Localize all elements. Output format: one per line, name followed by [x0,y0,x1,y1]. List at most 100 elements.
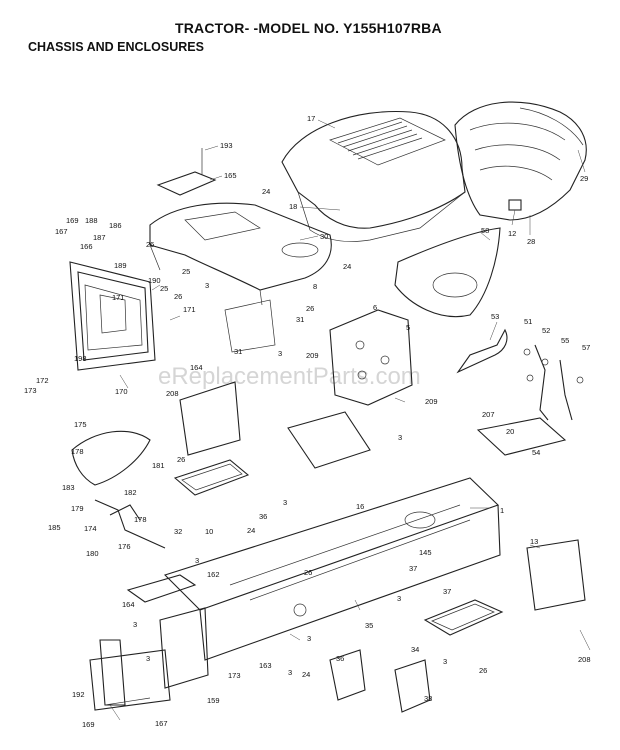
callout-179: 179 [71,504,84,513]
callout-165: 165 [224,171,237,180]
callout-10: 10 [205,527,213,536]
callout-37: 37 [443,587,451,596]
callout-193: 193 [220,141,233,150]
callout-26: 26 [174,292,182,301]
callout-6: 6 [373,303,377,312]
plate-159 [159,607,209,689]
callout-175: 175 [74,420,87,429]
grille-part [454,101,587,221]
callout-178: 178 [134,515,147,524]
callout-18: 18 [289,202,297,211]
callout-labels: 193 165 24 17 18 29 12 28 30 26 25 24 58… [24,114,591,729]
callout-51: 51 [524,317,532,326]
page-title: TRACTOR- -MODEL NO. Y155H107RBA [175,20,442,36]
callout-26: 26 [479,666,487,675]
callout-167: 167 [55,227,68,236]
callout-37: 37 [409,564,417,573]
leader-lines [109,119,591,721]
bracket-164 [126,574,197,603]
callout-28: 28 [527,237,535,246]
callout-3: 3 [195,556,199,565]
dash-panel-part [149,202,332,306]
callout-207: 207 [482,410,495,419]
rear-bracket-20 [476,417,567,456]
callout-178: 178 [71,447,84,456]
linkage-parts [456,328,584,421]
callout-167: 167 [155,719,168,728]
side-panel-208 [179,381,241,456]
callout-3: 3 [443,657,447,666]
bracket-38b [394,659,431,713]
callout-189: 189 [114,261,127,270]
callout-190: 190 [148,276,161,285]
callout-180: 180 [86,549,99,558]
callout-30: 30 [320,232,328,241]
heat-shield-175 [71,430,151,486]
callout-185: 185 [48,523,61,532]
callout-166: 166 [80,242,93,251]
callout-25: 25 [182,267,190,276]
callout-172: 172 [36,376,49,385]
callout-162: 162 [207,570,220,579]
callout-159: 159 [207,696,220,705]
callout-170: 170 [115,387,128,396]
callout-208: 208 [578,655,591,664]
callout-13: 13 [530,537,538,546]
callout-208: 208 [166,389,179,398]
step-34 [423,599,504,636]
callout-36: 36 [259,512,267,521]
callout-182: 182 [124,488,137,497]
callout-38: 38 [424,694,432,703]
callout-26: 26 [304,568,312,577]
callout-183: 183 [62,483,75,492]
callout-24: 24 [262,187,270,196]
callout-171: 171 [183,305,196,314]
steering-linkage [94,499,166,549]
callout-34: 34 [411,645,419,654]
callout-57: 57 [582,343,590,352]
callout-186: 186 [109,221,122,230]
callout-20: 20 [506,427,514,436]
callout-31: 31 [234,347,242,356]
callout-164: 164 [190,363,203,372]
callout-52: 52 [542,326,550,335]
bracket-31 [224,299,276,353]
callout-16: 16 [356,502,364,511]
callout-3: 3 [398,433,402,442]
callout-3: 3 [278,349,282,358]
callout-26: 26 [306,304,314,313]
callout-169: 169 [66,216,79,225]
hood-part [281,110,466,242]
callout-32: 32 [174,527,182,536]
callout-173: 173 [24,386,37,395]
bracket-38a [329,649,366,701]
callout-3: 3 [283,498,287,507]
callout-35: 35 [365,621,373,630]
callout-54: 54 [532,448,540,457]
frame-part [163,477,501,661]
callout-3: 3 [205,281,209,290]
callout-26: 26 [177,455,185,464]
callout-8: 8 [313,282,317,291]
callout-1: 1 [500,506,504,515]
callout-26: 26 [146,240,154,249]
pan-165 [156,171,217,196]
step-32 [173,459,250,496]
callout-12: 12 [508,229,516,238]
fender-58 [394,227,501,318]
callout-17: 17 [307,114,315,123]
callout-24: 24 [247,526,255,535]
callout-58: 58 [481,226,489,235]
callout-187: 187 [93,233,106,242]
callout-188: 188 [85,216,98,225]
callout-55: 55 [561,336,569,345]
bumper-part [89,639,171,711]
callout-31: 31 [296,315,304,324]
callout-5: 5 [406,323,410,332]
callout-163: 163 [259,661,272,670]
callout-3: 3 [288,668,292,677]
callout-36: 36 [336,654,344,663]
callout-24: 24 [302,670,310,679]
callout-164: 164 [122,600,135,609]
